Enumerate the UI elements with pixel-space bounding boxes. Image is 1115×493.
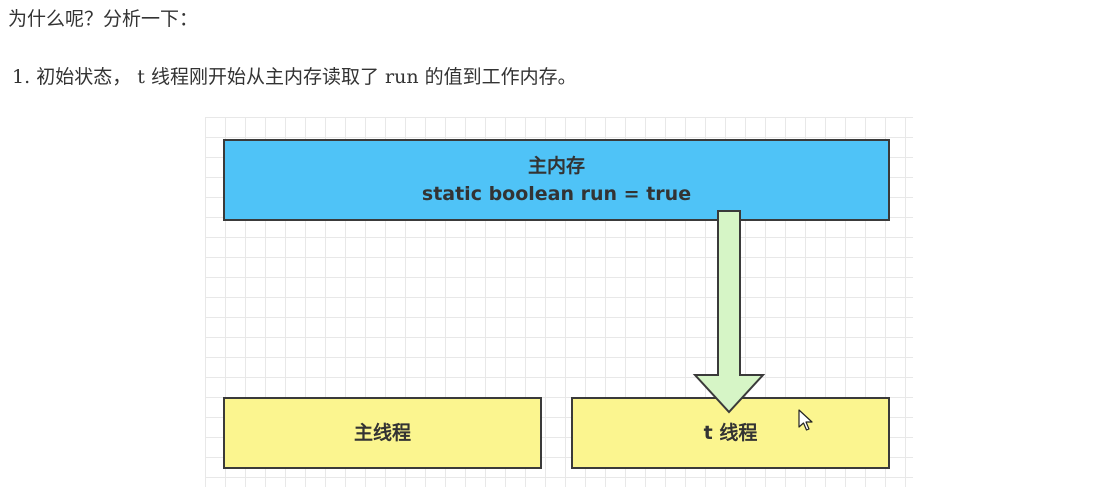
step-text-part3: 的值到工作内存。	[424, 66, 577, 88]
mouse-pointer-icon	[798, 409, 813, 431]
memory-diagram: 主内存 static boolean run = true 主线程 t 线程	[205, 117, 913, 487]
t-thread-label: t 线程	[703, 422, 758, 444]
step-text-t: t	[137, 66, 145, 88]
step-text-run: run	[385, 66, 419, 88]
step-text-part2: 线程刚开始从主内存读取了	[150, 66, 379, 88]
step-number: 1.	[12, 66, 31, 88]
main-thread-box: 主线程	[223, 397, 542, 469]
section-heading: 为什么呢？分析一下：	[8, 8, 199, 30]
main-thread-label: 主线程	[353, 422, 411, 444]
step-1-text: 1. 初始状态， t 线程刚开始从主内存读取了 run 的值到工作内存。	[12, 62, 577, 89]
main-memory-title: 主内存	[527, 155, 585, 177]
step-text-part1: 初始状态，	[36, 66, 132, 88]
read-arrow	[692, 210, 766, 414]
main-memory-code: static boolean run = true	[421, 183, 692, 205]
main-memory-box: 主内存 static boolean run = true	[223, 139, 890, 221]
